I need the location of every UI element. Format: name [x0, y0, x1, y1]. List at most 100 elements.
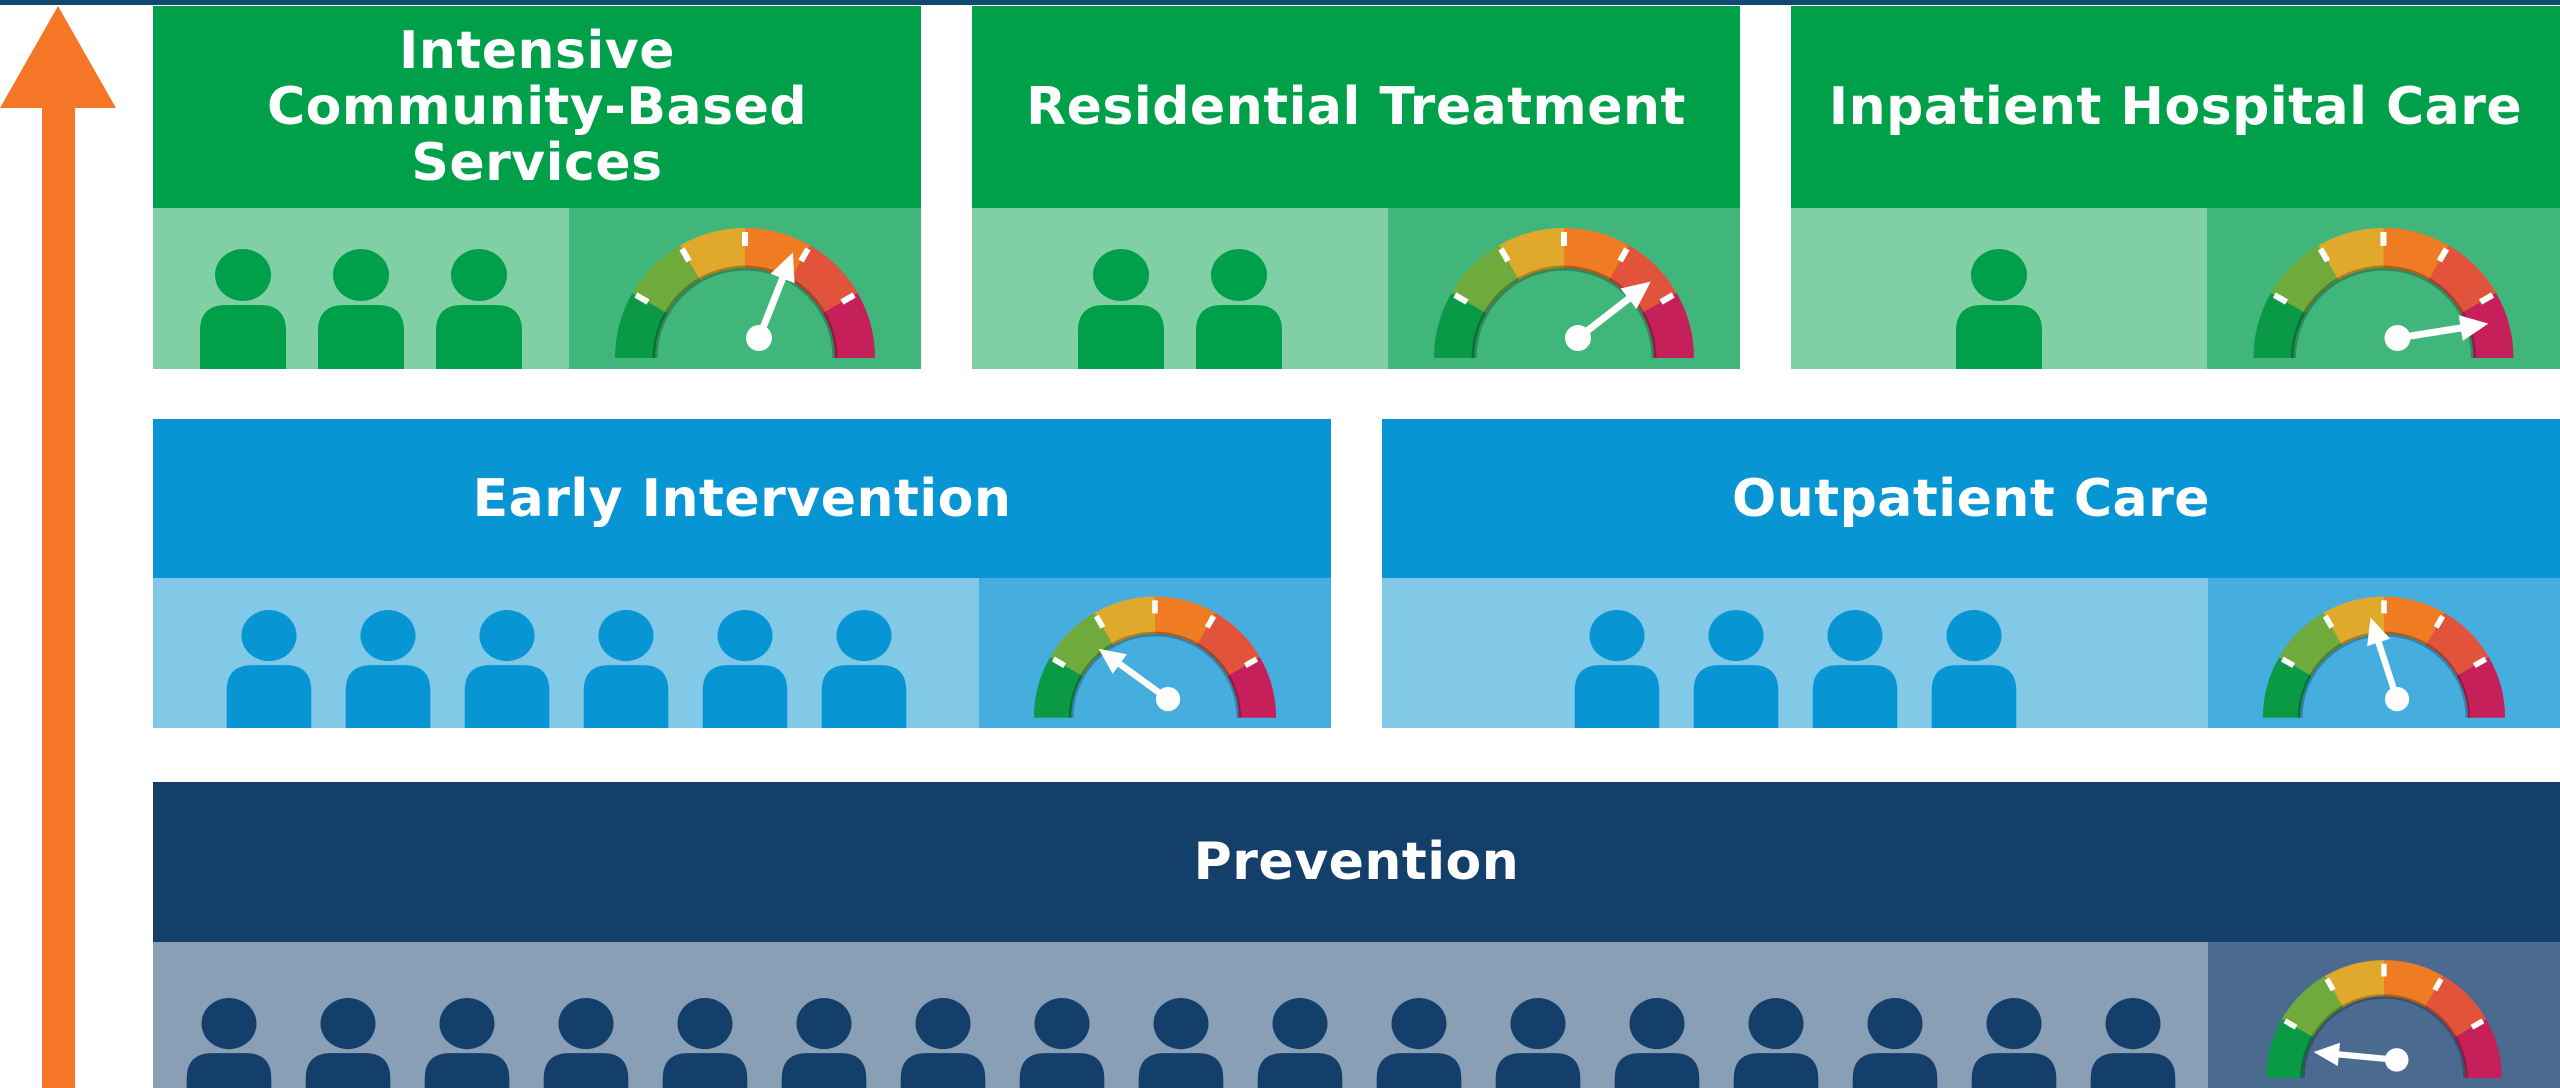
person-icon — [1376, 998, 1462, 1088]
person-icon — [1257, 998, 1343, 1088]
person-icon — [186, 998, 272, 1088]
gauge-tick — [2317, 247, 2331, 263]
gauge-tick — [2280, 656, 2296, 668]
card-intensive-community-based-services: Intensive Community-Based Services — [153, 6, 921, 369]
gauge-tick — [1659, 292, 1675, 305]
person-icon — [226, 610, 312, 728]
card-title: Early Intervention — [153, 419, 1331, 578]
person-icon — [2090, 998, 2176, 1088]
gauge-segment — [2384, 960, 2443, 1008]
gauge-hub — [2384, 1048, 2409, 1072]
gauge-icon — [2208, 578, 2560, 728]
gauge-tick — [1498, 247, 1511, 263]
person-icon — [1693, 610, 1779, 728]
gauge-needle-head — [1098, 648, 1127, 674]
person-icon — [464, 610, 549, 728]
gauge-segment — [2461, 293, 2514, 358]
gauge-tick — [1453, 292, 1469, 305]
person-icon — [1574, 610, 1659, 728]
person-icon — [1196, 249, 1282, 369]
card-early-intervention: Early Intervention — [153, 419, 1331, 728]
person-icon — [464, 610, 550, 728]
gauge-segment — [790, 245, 858, 313]
person-icon — [543, 998, 629, 1088]
gauge-tick — [634, 292, 650, 305]
people-group — [1791, 208, 2207, 369]
person-icon — [900, 998, 986, 1088]
card-inpatient-hospital-care: Inpatient Hospital Care — [1791, 6, 2560, 369]
person-icon — [1956, 249, 2042, 369]
person-icon — [1078, 249, 1164, 369]
gauge-hub — [1155, 687, 1181, 712]
person-icon — [781, 998, 867, 1088]
person-icon — [318, 249, 404, 369]
gauge-icon — [1388, 208, 1740, 369]
gauge-segment — [1641, 293, 1694, 358]
gauge-hub — [2384, 325, 2411, 351]
gauge-segment — [1094, 596, 1155, 646]
person-icon — [900, 998, 986, 1088]
person-icon — [1495, 998, 1581, 1088]
gauge-tick — [2432, 977, 2444, 992]
person-icon — [662, 998, 748, 1088]
gauge-tick — [1243, 656, 1259, 668]
people-group — [1382, 578, 2208, 728]
person-icon — [1971, 998, 2057, 1088]
gauge-segment — [1434, 293, 1487, 358]
person-icon — [702, 610, 788, 728]
person-icon — [1812, 610, 1898, 728]
gauge-segment — [1499, 228, 1564, 281]
gauge-tick — [679, 247, 692, 263]
card-title: Prevention — [153, 782, 2560, 942]
gauge-icon — [979, 578, 1331, 728]
gauge-tick — [2470, 1018, 2485, 1030]
person-icon — [583, 610, 668, 728]
gauge-needle-head — [770, 252, 795, 284]
gauge-segment — [1451, 245, 1519, 313]
person-icon — [436, 249, 522, 369]
gauge-segment — [2384, 596, 2445, 646]
gauge-segment — [2281, 975, 2344, 1038]
gauge-segment — [2270, 245, 2339, 313]
gauge-tick — [1051, 656, 1067, 668]
person-icon — [1733, 998, 1819, 1088]
person-icon — [1019, 998, 1105, 1088]
person-icon — [1257, 998, 1343, 1088]
gauge-segment — [2456, 657, 2506, 718]
gauge-needle-head — [2458, 315, 2489, 341]
card-title: Outpatient Care — [1382, 419, 2560, 578]
person-icon — [1852, 998, 1938, 1088]
gauge-segment — [745, 228, 810, 281]
card-prevention: Prevention — [153, 782, 2560, 1088]
person-icon — [1971, 998, 2057, 1088]
gauge-segment — [2325, 960, 2384, 1008]
gauge-tick — [2436, 247, 2450, 263]
person-icon — [702, 610, 787, 728]
person-icon — [781, 998, 867, 1088]
person-icon — [424, 998, 510, 1088]
gauge-segment — [2425, 612, 2489, 676]
person-icon — [1196, 249, 1282, 369]
person-icon — [1614, 998, 1700, 1088]
gauge-segment — [1155, 596, 1216, 646]
top-rule — [0, 0, 2560, 5]
gauge-tick — [2283, 1018, 2298, 1030]
person-icon — [1733, 998, 1819, 1088]
person-icon — [821, 610, 906, 728]
gauge-needle-head — [2313, 1042, 2341, 1067]
person-icon — [1614, 998, 1700, 1088]
people-group — [153, 578, 979, 728]
person-icon — [1931, 610, 2017, 728]
gauge-segment — [615, 293, 668, 358]
person-icon — [1019, 998, 1105, 1088]
person-icon — [662, 998, 748, 1088]
gauge-icon — [2208, 942, 2560, 1088]
person-icon — [200, 249, 286, 369]
gauge-needle-head — [1620, 281, 1651, 310]
person-icon — [1376, 998, 1462, 1088]
person-icon — [345, 610, 430, 728]
people-group — [153, 942, 2208, 1088]
person-icon — [1574, 610, 1660, 728]
gauge-segment — [680, 228, 745, 281]
person-icon — [1495, 998, 1581, 1088]
